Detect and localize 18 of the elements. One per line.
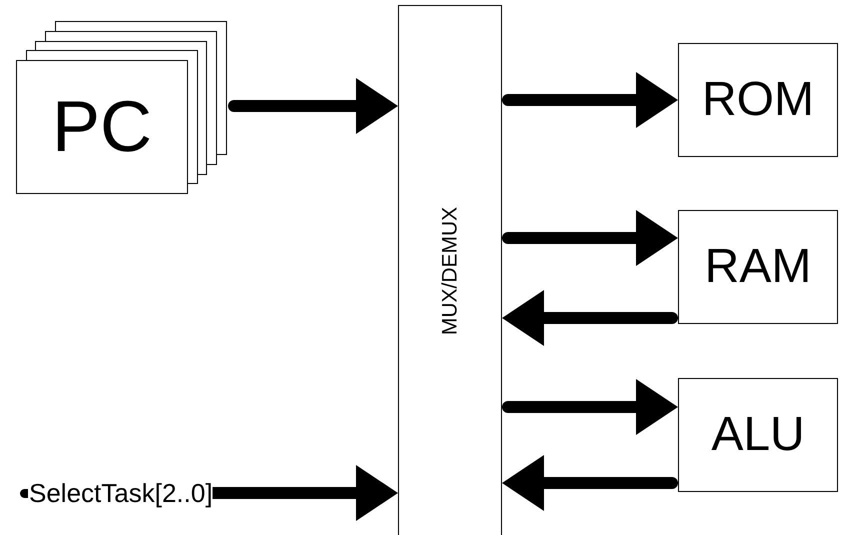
mux-box — [398, 5, 502, 535]
unit-box — [678, 210, 838, 324]
unit-label: ROM — [702, 76, 814, 124]
arrow — [502, 455, 678, 511]
arrow — [228, 78, 398, 134]
arrow — [502, 290, 678, 346]
unit-label: ALU — [711, 411, 805, 459]
mux-label: MUX/DEMUX — [440, 206, 460, 336]
signal-label: SelectTask[2..0] — [29, 480, 213, 506]
arrow — [212, 465, 398, 521]
arrow — [502, 379, 678, 435]
unit-label: RAM — [704, 243, 812, 291]
register-box — [16, 60, 188, 194]
unit-label: PC — [52, 91, 152, 163]
unit-box — [678, 43, 838, 157]
arrow — [502, 210, 678, 266]
unit-box — [678, 378, 838, 492]
arrow — [502, 72, 678, 128]
